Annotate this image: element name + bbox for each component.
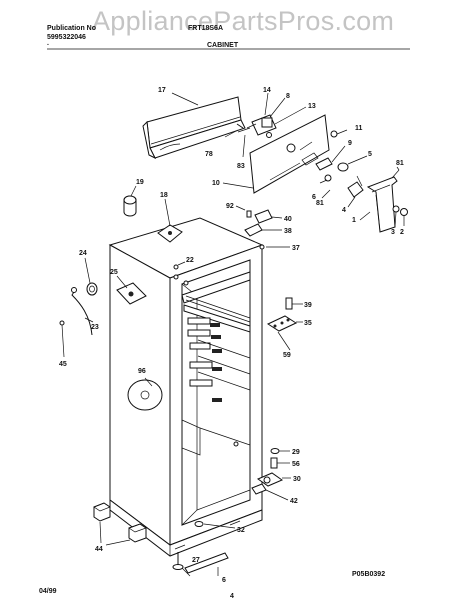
label-92: 92 (226, 203, 234, 210)
label-25: 25 (110, 269, 118, 276)
label-11: 11 (355, 125, 363, 132)
washer-part (194, 521, 204, 527)
label-14: 14 (263, 87, 271, 94)
label-37: 37 (292, 245, 300, 252)
leveler-blocks-part (93, 502, 147, 543)
label-35: 35 (304, 320, 312, 327)
label-4: 4 (342, 207, 346, 214)
cabinet-body (108, 217, 264, 557)
model-code: FRT18S6A (188, 25, 224, 32)
label-42: 42 (290, 498, 298, 505)
label-40: 40 (284, 216, 292, 223)
watermark: AppliancePartsPros.com (92, 6, 395, 36)
control-housing (237, 114, 277, 138)
screw-78-part (236, 123, 244, 129)
label-10: 10 (212, 180, 220, 187)
label-6: 6 (312, 194, 316, 201)
label-56: 56 (292, 461, 300, 468)
label-29: 29 (292, 449, 300, 456)
label-5: 5 (368, 151, 372, 158)
footer-page: 4 (230, 593, 234, 600)
label-44: 44 (95, 546, 103, 553)
label-78: 78 (205, 151, 213, 158)
label-9: 9 (348, 140, 352, 147)
plate-part (116, 282, 147, 305)
label-18: 18 (160, 192, 168, 199)
top-cover-part (142, 96, 246, 160)
label-32: 32 (237, 527, 245, 534)
shim-part (123, 195, 137, 217)
screw-part (173, 264, 179, 270)
label-24: 24 (79, 250, 87, 257)
label-13: 13 (308, 103, 316, 110)
drain-tube-part (59, 287, 93, 336)
label-8: 8 (286, 93, 290, 100)
label-45: 45 (59, 361, 67, 368)
label-disc-part (127, 379, 163, 411)
label-19: 19 (136, 179, 144, 186)
light-socket-parts (315, 129, 368, 208)
label-96: 96 (138, 368, 146, 375)
hinge-cover-part (157, 224, 183, 243)
publication-number: 5995322046 (47, 34, 86, 41)
shelf-support-parts (266, 297, 298, 332)
figure-code: P05B0392 (352, 571, 386, 578)
label-3: 3 (391, 229, 395, 236)
section-title: CABINET (207, 42, 239, 49)
publication-label: Publication No (47, 25, 96, 32)
label-81b: 81 (396, 160, 404, 167)
label-2: 2 (400, 229, 404, 236)
header-dot: . (47, 40, 49, 47)
control-panel-part (249, 114, 330, 194)
kickplate-part (184, 552, 229, 574)
label-81a: 81 (316, 200, 324, 207)
label-59: 59 (283, 352, 291, 359)
footer-date: 04/99 (39, 588, 57, 595)
leveling-leg-part (172, 552, 184, 570)
label-17: 17 (158, 87, 166, 94)
door-handle-part (366, 169, 408, 233)
label-22: 22 (186, 257, 194, 264)
label-23: 23 (91, 324, 99, 331)
label-27: 27 (192, 557, 200, 564)
label-39: 39 (304, 302, 312, 309)
label-1: 1 (352, 217, 356, 224)
label-30: 30 (293, 476, 301, 483)
label-6b: 6 (222, 577, 226, 584)
label-83: 83 (237, 163, 245, 170)
round-cap-part (86, 282, 98, 296)
label-38: 38 (284, 228, 292, 235)
